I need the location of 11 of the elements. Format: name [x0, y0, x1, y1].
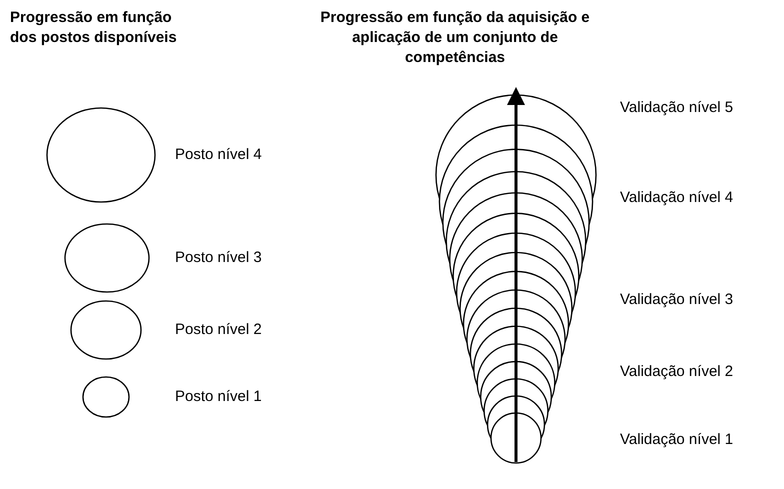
level-label: Posto nível 4 [175, 146, 262, 164]
level-label: Validação nível 2 [620, 363, 734, 381]
level-label: Posto nível 2 [175, 321, 262, 339]
level-label: Validação nível 1 [620, 431, 734, 449]
heading: Progressão em função dos postos disponíveis [10, 8, 178, 48]
level-label: Validação nível 5 [620, 99, 734, 117]
heading: Progressão em função da aquisição e aplicação de um conjunto de competências [319, 8, 591, 68]
level-label: Posto nível 3 [175, 249, 262, 267]
level-label: Validação nível 3 [620, 291, 734, 309]
level-label: Posto nível 1 [175, 388, 262, 406]
level-label: Validação nível 4 [620, 189, 734, 207]
